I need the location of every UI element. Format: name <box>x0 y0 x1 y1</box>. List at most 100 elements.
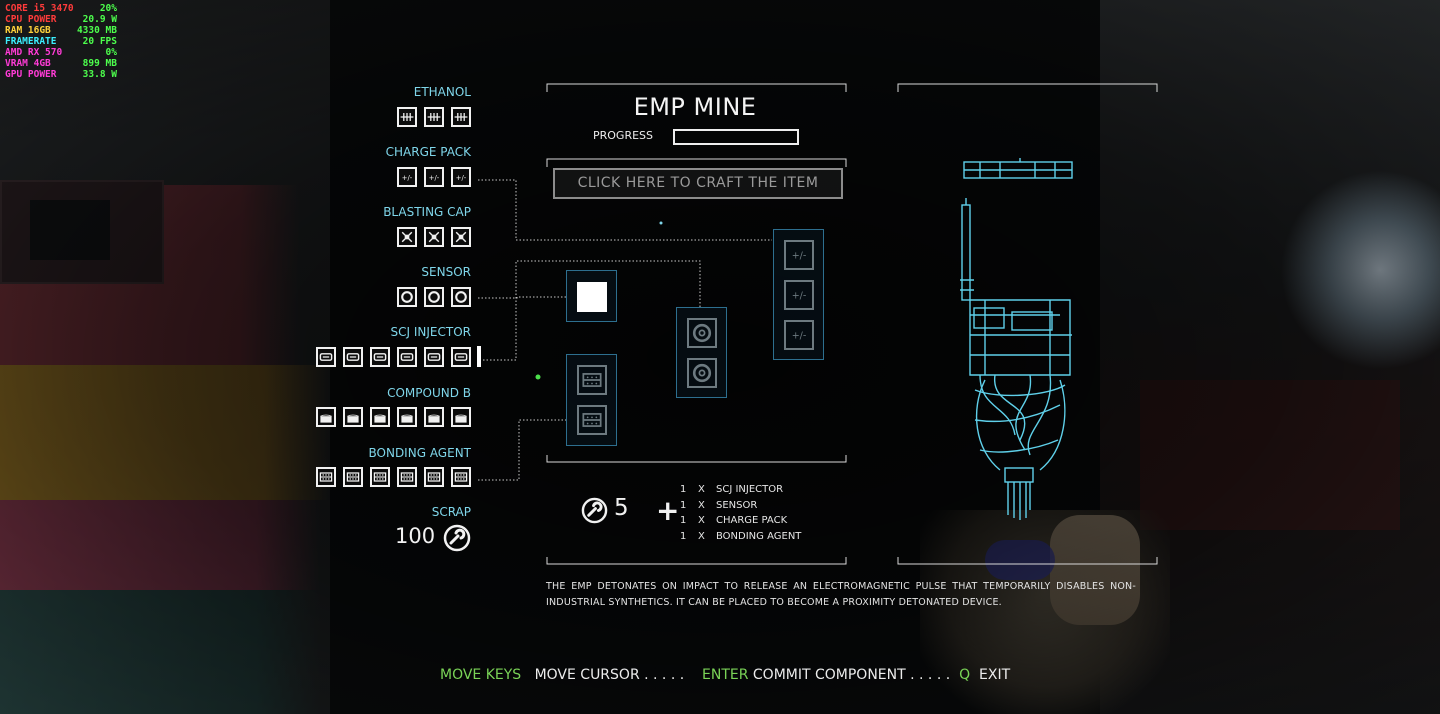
scj-injector-label: SCJ INJECTOR <box>390 325 471 339</box>
scrap-cost-icon <box>581 497 608 524</box>
bonding-agent-icon[interactable] <box>397 467 417 487</box>
compound-b-label: COMPOUND B <box>387 386 471 400</box>
socket-sensor[interactable] <box>676 307 727 398</box>
svg-text:+/-: +/- <box>456 174 467 182</box>
sensor-icon[interactable] <box>451 287 471 307</box>
control-hints: MOVE KEYS MOVE CURSOR . . . . . ENTER CO… <box>440 667 1010 683</box>
charge-pack-icon: +/- <box>784 280 814 310</box>
sensor-icon <box>687 318 717 348</box>
bonding-agent-row[interactable] <box>316 467 471 487</box>
blasting-cap-icon[interactable] <box>424 227 444 247</box>
compound-b-row[interactable] <box>316 407 471 427</box>
recipe-name: SENSOR <box>716 499 758 511</box>
perf-value: 899 MB <box>82 58 117 69</box>
bonding-agent-icon[interactable] <box>451 467 471 487</box>
perf-value: 20% <box>99 3 117 14</box>
perf-value: 20 FPS <box>82 36 117 47</box>
craft-item-button[interactable]: CLICK HERE TO CRAFT THE ITEM <box>553 168 843 199</box>
compound-b-icon[interactable] <box>343 407 363 427</box>
scrap-icon <box>443 524 471 552</box>
perf-value: 0% <box>105 47 117 58</box>
perf-row: FRAMERATE 20 FPS <box>5 36 117 47</box>
commit-component-hint: COMMIT COMPONENT . . . . . <box>752 667 951 683</box>
scj-injector-icon[interactable] <box>424 347 444 367</box>
charge-pack-icon: +/- <box>784 320 814 350</box>
scj-injector-icon[interactable] <box>343 347 363 367</box>
svg-text:+/-: +/- <box>792 290 807 301</box>
ethanol-label: ETHANOL <box>413 85 471 99</box>
charge-pack-icon[interactable]: +/- <box>424 167 444 187</box>
recipe-x: X <box>698 530 705 542</box>
perf-label: FRAMERATE <box>5 36 57 47</box>
compound-b-icon[interactable] <box>370 407 390 427</box>
charge-pack-label: CHARGE PACK <box>385 145 471 159</box>
selection-cursor <box>477 346 481 367</box>
bonding-agent-icon <box>577 405 607 435</box>
sensor-icon <box>687 358 717 388</box>
compound-b-icon[interactable] <box>424 407 444 427</box>
blasting-cap-icon[interactable] <box>397 227 417 247</box>
charge-pack-icon: +/- <box>784 240 814 270</box>
perf-value: 4330 MB <box>76 25 117 36</box>
compound-b-icon[interactable] <box>451 407 471 427</box>
scj-injector-row[interactable] <box>316 347 471 367</box>
bonding-agent-label: BONDING AGENT <box>368 446 472 460</box>
sensor-icon[interactable] <box>424 287 444 307</box>
svg-text:+/-: +/- <box>429 174 440 182</box>
scrap-cost: 5 <box>614 495 629 521</box>
recipe-x: X <box>698 515 705 526</box>
scj-injector-icon[interactable] <box>370 347 390 367</box>
item-description: THE EMP DETONATES ON IMPACT TO RELEASE A… <box>546 581 1136 608</box>
recipe-x: X <box>698 484 705 495</box>
bonding-agent-icon[interactable] <box>370 467 390 487</box>
socket-charge-pack[interactable]: +/- +/- +/- <box>773 229 824 360</box>
recipe-qty: 1 <box>680 515 687 526</box>
ethanol-icon[interactable] <box>424 107 444 127</box>
recipe-name: SCJ INJECTOR <box>716 484 784 495</box>
sensor-row[interactable] <box>397 287 471 307</box>
blasting-cap-row[interactable] <box>397 227 471 247</box>
scrap-amount: 100 <box>395 524 436 548</box>
bonding-agent-icon[interactable] <box>343 467 363 487</box>
scj-injector-icon[interactable] <box>451 347 471 367</box>
compound-b-icon[interactable] <box>316 407 336 427</box>
sensor-icon[interactable] <box>397 287 417 307</box>
bonding-agent-icon[interactable] <box>424 467 444 487</box>
perf-row: VRAM 4GB 899 MB <box>5 58 117 69</box>
blasting-cap-icon[interactable] <box>451 227 471 247</box>
item-title: EMP MINE <box>633 93 757 121</box>
progress-bar <box>673 129 799 145</box>
progress-label: PROGRESS <box>593 129 654 142</box>
perf-label: VRAM 4GB <box>5 58 51 69</box>
charge-pack-icon[interactable]: +/- <box>397 167 417 187</box>
move-cursor-hint: MOVE CURSOR . . . . . <box>534 667 685 683</box>
ethanol-icon[interactable] <box>451 107 471 127</box>
scj-injector-icon[interactable] <box>316 347 336 367</box>
ethanol-row[interactable] <box>397 107 471 127</box>
charge-pack-icon[interactable]: +/- <box>451 167 471 187</box>
charge-pack-row[interactable]: +/- +/- +/- <box>397 167 471 187</box>
compound-b-icon[interactable] <box>397 407 417 427</box>
socket-selected-filled[interactable] <box>577 282 607 312</box>
plus-sign: + <box>656 494 680 527</box>
recipe-qty: 1 <box>680 530 687 542</box>
recipe-x: X <box>698 499 705 511</box>
socket-bonding-agent[interactable] <box>566 354 617 446</box>
emp-mine-schematic <box>960 158 1073 520</box>
svg-text:+/-: +/- <box>402 174 413 182</box>
scj-injector-icon[interactable] <box>397 347 417 367</box>
bonding-agent-icon[interactable] <box>316 467 336 487</box>
ethanol-icon[interactable] <box>397 107 417 127</box>
blasting-cap-label: BLASTING CAP <box>383 205 471 219</box>
recipe-name: CHARGE PACK <box>716 515 788 526</box>
